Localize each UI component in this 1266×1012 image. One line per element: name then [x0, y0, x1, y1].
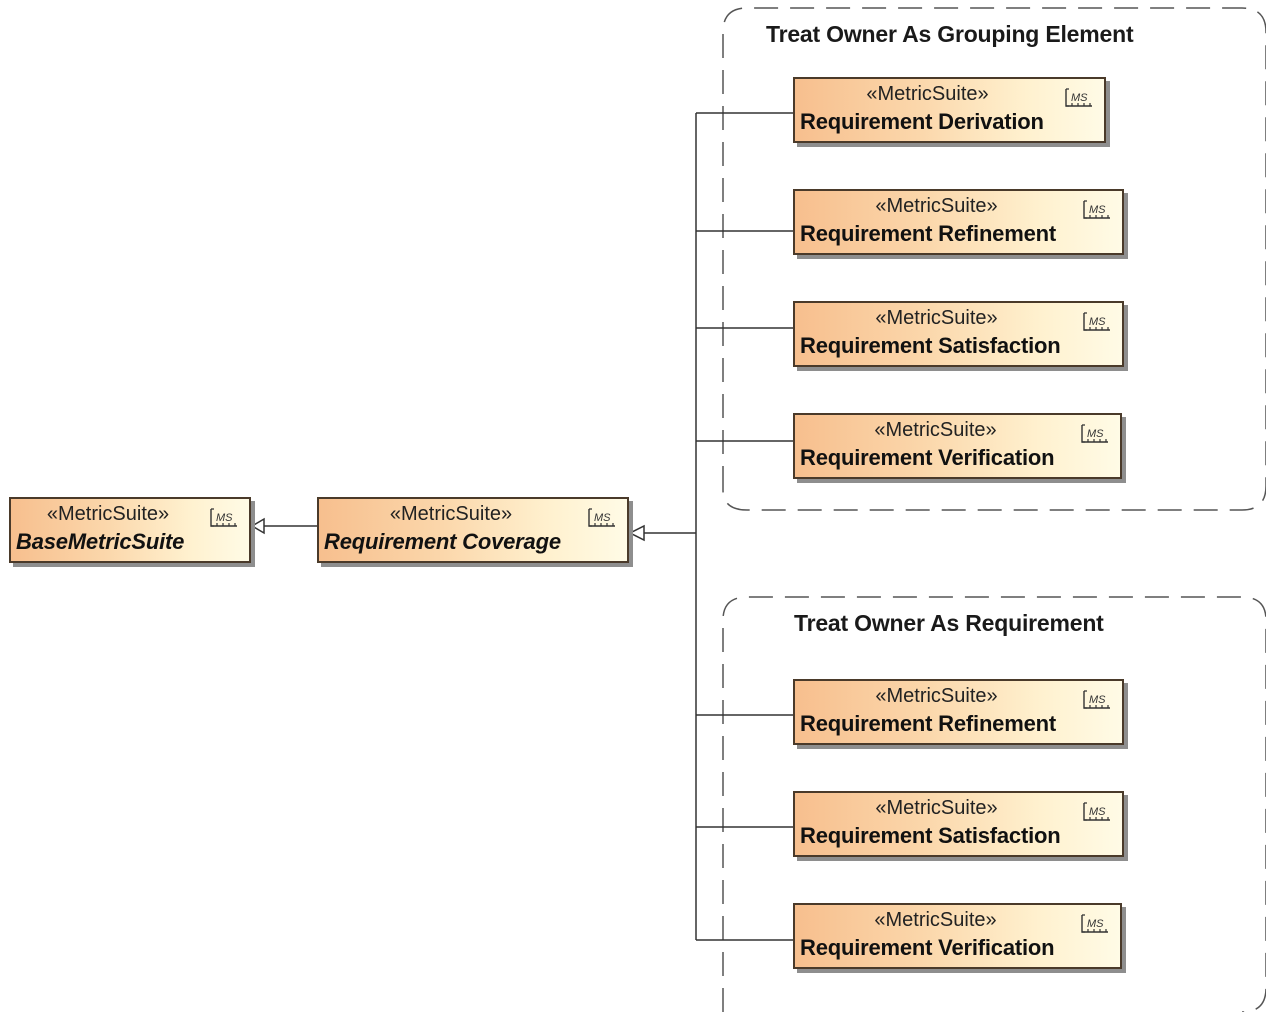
metric-suite-node-satisfaction[interactable]: «MetricSuite» MS Requirement Satisfactio… — [793, 791, 1124, 857]
metric-suite-node-verification[interactable]: «MetricSuite» MS Requirement Verificatio… — [793, 413, 1122, 479]
metric-suite-name: Requirement Satisfaction — [800, 823, 1061, 848]
svg-text:MS: MS — [594, 512, 611, 524]
metric-suite-icon: MS — [588, 508, 615, 527]
metric-suite-icon: MS — [1083, 312, 1110, 331]
metric-suite-icon: MS — [210, 508, 237, 527]
metric-suite-name: Requirement Derivation — [800, 109, 1044, 134]
metric-suite-node-refinement[interactable]: «MetricSuite» MS Requirement Refinement — [793, 189, 1124, 255]
metric-suite-node-derivation[interactable]: «MetricSuite» MS Requirement Derivation — [793, 77, 1106, 143]
metric-suite-node-refinement[interactable]: «MetricSuite» MS Requirement Refinement — [793, 679, 1124, 745]
metric-suite-name: Requirement Coverage — [324, 529, 561, 554]
metric-suite-icon: MS — [1083, 690, 1110, 709]
metric-suite-node-coverage[interactable]: «MetricSuite» MS Requirement Coverage — [317, 497, 629, 563]
group-frame-grouping-element — [722, 7, 1266, 511]
generalization-arrowhead-base — [250, 517, 265, 535]
metric-suite-name: Requirement Verification — [800, 935, 1055, 960]
stereotype-label: «MetricSuite» — [875, 685, 998, 707]
metric-suite-icon: MS — [1081, 914, 1108, 933]
svg-text:MS: MS — [1089, 694, 1106, 706]
stereotype-label: «MetricSuite» — [866, 83, 989, 105]
stereotype-label: «MetricSuite» — [875, 195, 998, 217]
metric-suite-icon: MS — [1083, 200, 1110, 219]
svg-text:MS: MS — [1071, 92, 1088, 104]
group-frame-requirement — [722, 596, 1266, 1012]
stereotype-label: «MetricSuite» — [874, 909, 997, 931]
stereotype-label: «MetricSuite» — [875, 307, 998, 329]
metric-suite-node-verification[interactable]: «MetricSuite» MS Requirement Verificatio… — [793, 903, 1122, 969]
metric-suite-node-base[interactable]: «MetricSuite» MS BaseMetricSuite — [9, 497, 251, 563]
generalization-arrowhead-coverage — [628, 524, 645, 542]
group-title-requirement: Treat Owner As Requirement — [794, 610, 1104, 636]
metric-suite-name: BaseMetricSuite — [16, 529, 185, 554]
metric-suite-node-satisfaction[interactable]: «MetricSuite» MS Requirement Satisfactio… — [793, 301, 1124, 367]
svg-text:MS: MS — [1089, 316, 1106, 328]
metric-suite-name: Requirement Satisfaction — [800, 333, 1061, 358]
stereotype-label: «MetricSuite» — [875, 797, 998, 819]
stereotype-label: «MetricSuite» — [389, 503, 513, 525]
metric-suite-name: Requirement Refinement — [800, 711, 1056, 736]
stereotype-label: «MetricSuite» — [46, 503, 170, 525]
group-title-grouping-element: Treat Owner As Grouping Element — [766, 21, 1134, 47]
svg-text:MS: MS — [1089, 806, 1106, 818]
stereotype-label: «MetricSuite» — [874, 419, 997, 441]
svg-text:MS: MS — [1087, 428, 1104, 440]
svg-text:MS: MS — [1087, 918, 1104, 930]
metric-suite-name: Requirement Verification — [800, 445, 1055, 470]
metric-suite-icon: MS — [1083, 802, 1110, 821]
metric-suite-icon: MS — [1081, 424, 1108, 443]
metric-suite-icon: MS — [1065, 88, 1092, 107]
metric-suite-name: Requirement Refinement — [800, 221, 1056, 246]
svg-text:MS: MS — [1089, 204, 1106, 216]
svg-text:MS: MS — [216, 512, 233, 524]
